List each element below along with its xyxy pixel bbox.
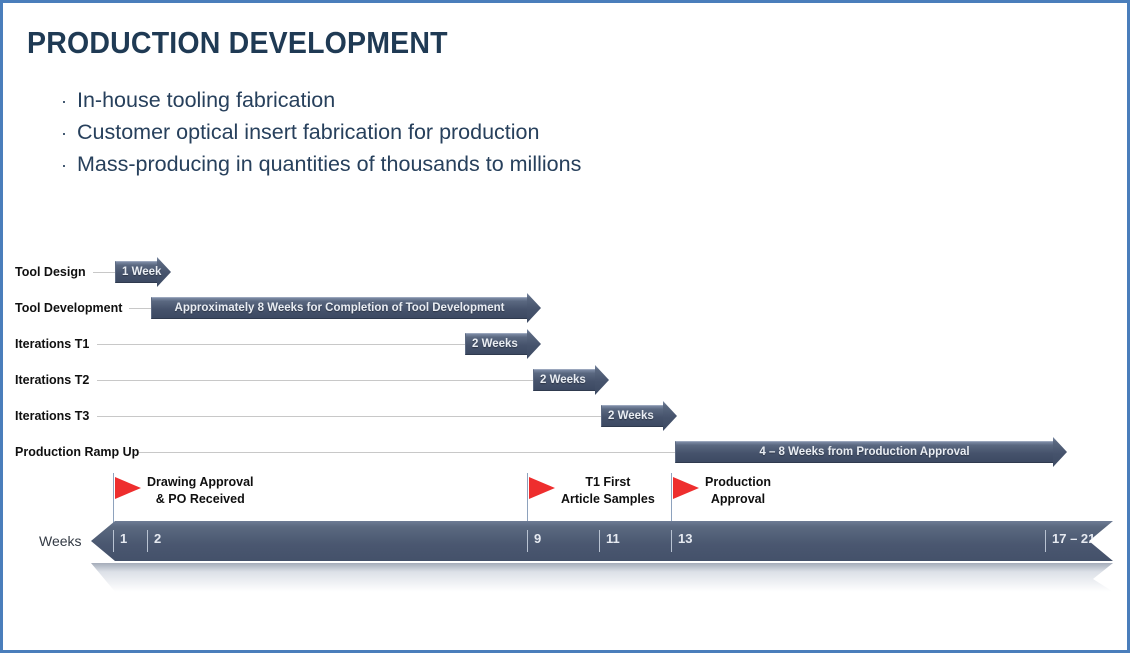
timeline-tick <box>147 530 148 552</box>
gantt-row-label: Iterations T2 <box>15 373 90 387</box>
milestone-label-line2: & PO Received <box>155 492 245 506</box>
gantt-chart: Tool Design 1 Week Tool Development Appr… <box>3 251 1127 471</box>
timeline-tick-label: 11 <box>606 531 620 546</box>
milestone-group: Drawing Approval & PO Received T1 First … <box>3 469 1127 531</box>
gantt-bar-iterations-t1: 2 Weeks <box>465 329 541 359</box>
bullet-dot-icon: · <box>61 155 67 175</box>
gantt-row-label: Iterations T3 <box>15 409 90 423</box>
bullet-dot-icon: · <box>61 91 67 111</box>
gantt-row-tool-development: Tool Development Approximately 8 Weeks f… <box>3 291 1127 325</box>
gantt-row-iterations-t3: Iterations T3 2 Weeks <box>3 399 1127 433</box>
list-item: · Customer optical insert fabrication fo… <box>61 117 821 149</box>
gantt-row-line <box>139 452 675 453</box>
milestone-pole <box>113 473 114 531</box>
gantt-bar-label: 2 Weeks <box>472 338 518 350</box>
bullet-list: · In-house tooling fabrication · Custome… <box>61 85 821 181</box>
list-item: · Mass-producing in quantities of thousa… <box>61 149 821 181</box>
timeline-tick-label: 2 <box>154 531 162 546</box>
timeline-axis-label: Weeks <box>39 533 82 549</box>
timeline-tick <box>599 530 600 552</box>
milestone-pole <box>527 473 528 531</box>
gantt-bar-body <box>675 441 1054 463</box>
milestone-label-line2: Approval <box>710 492 766 506</box>
milestone-label: Production Approval <box>705 474 771 508</box>
milestone-pole <box>671 473 672 531</box>
bullet-text: Mass-producing in quantities of thousand… <box>77 152 582 176</box>
timeline-tick-label: 9 <box>534 531 542 546</box>
gantt-bar-label: 1 Week <box>122 266 162 278</box>
milestone-label-line1: T1 First <box>585 475 631 489</box>
timeline-tick-label: 1 <box>120 531 128 546</box>
timeline-reflection <box>91 563 1113 603</box>
gantt-row-label: Iterations T1 <box>15 337 90 351</box>
gantt-row-iterations-t2: Iterations T2 2 Weeks <box>3 363 1127 397</box>
bullet-text: In-house tooling fabrication <box>77 88 336 112</box>
gantt-bar-label: Approximately 8 Weeks for Completion of … <box>174 302 505 314</box>
gantt-bar-production-ramp-up: 4 – 8 Weeks from Production Approval <box>675 437 1067 467</box>
gantt-row-line <box>129 308 151 309</box>
gantt-bar-iterations-t2: 2 Weeks <box>533 365 609 395</box>
timeline-tick-label: 17 – 21 <box>1052 531 1096 546</box>
gantt-bar-arrow-icon <box>527 329 541 359</box>
milestone-label: T1 First Article Samples <box>561 474 655 508</box>
gantt-bar-label: 2 Weeks <box>608 410 654 422</box>
timeline-tick <box>1045 530 1046 552</box>
milestone-label-line1: Production <box>705 475 771 489</box>
bullet-dot-icon: · <box>61 123 67 143</box>
milestone-label-line2: Article Samples <box>561 492 655 506</box>
gantt-bar-iterations-t3: 2 Weeks <box>601 401 677 431</box>
flag-icon <box>673 477 699 499</box>
bullet-text: Customer optical insert fabrication for … <box>77 120 540 144</box>
timeline-tick <box>671 530 672 552</box>
milestone-label-line1: Drawing Approval <box>147 475 254 489</box>
gantt-bar-body <box>151 297 528 319</box>
gantt-bar-arrow-icon <box>663 401 677 431</box>
list-item: · In-house tooling fabrication <box>61 85 821 117</box>
gantt-row-label: Tool Design <box>15 265 86 279</box>
gantt-bar-arrow-icon <box>595 365 609 395</box>
gantt-bar-tool-development: Approximately 8 Weeks for Completion of … <box>151 293 541 323</box>
gantt-bar-body <box>601 405 664 427</box>
timeline-tick <box>527 530 528 552</box>
gantt-bar-body <box>115 261 158 283</box>
gantt-bar-label: 4 – 8 Weeks from Production Approval <box>759 446 970 458</box>
milestone-label: Drawing Approval & PO Received <box>147 474 254 508</box>
gantt-bar-tool-design: 1 Week <box>115 257 171 287</box>
flag-icon <box>529 477 555 499</box>
gantt-row-line <box>97 380 533 381</box>
gantt-row-production-ramp-up: Production Ramp Up 4 – 8 Weeks from Prod… <box>3 435 1127 469</box>
gantt-bar-arrow-icon <box>1053 437 1067 467</box>
gantt-row-iterations-t1: Iterations T1 2 Weeks <box>3 327 1127 361</box>
gantt-row-label: Tool Development <box>15 301 123 315</box>
gantt-row-line <box>97 416 601 417</box>
flag-icon <box>115 477 141 499</box>
gantt-bar-label: 2 Weeks <box>540 374 586 386</box>
gantt-bar-body <box>465 333 528 355</box>
gantt-bar-arrow-icon <box>527 293 541 323</box>
timeline-tick-label: 13 <box>678 531 693 546</box>
gantt-row-label: Production Ramp Up <box>15 445 140 459</box>
timeline-tick <box>113 530 114 552</box>
gantt-row-line <box>93 272 115 273</box>
gantt-bar-body <box>533 369 596 391</box>
timeline-axis: Weeks 1 2 9 11 13 17 – 21 <box>3 521 1127 611</box>
timeline-bar: 1 2 9 11 13 17 – 21 <box>91 521 1113 561</box>
page-title: PRODUCTION DEVELOPMENT <box>27 25 448 60</box>
gantt-row-line <box>97 344 465 345</box>
gantt-row-tool-design: Tool Design 1 Week <box>3 255 1127 289</box>
